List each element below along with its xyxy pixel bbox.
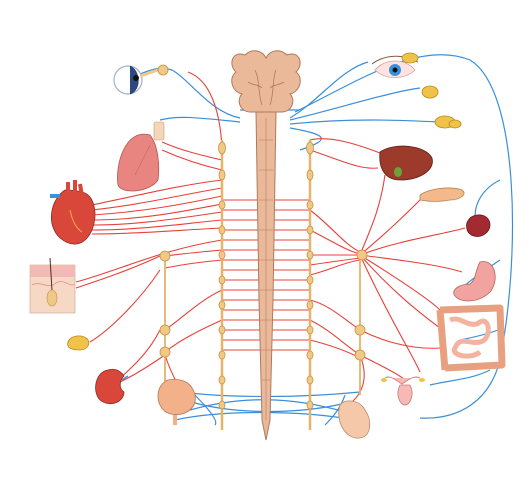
sympathetic-nerves [75, 71, 466, 403]
kidney-icon [95, 368, 129, 405]
left-inner-chain [159, 250, 171, 395]
intestine-icon [436, 304, 506, 372]
adrenal-icon [67, 335, 90, 351]
pancreas-icon [419, 187, 465, 202]
right-inner-chain [354, 249, 368, 395]
spinal-cord [255, 111, 277, 441]
brain-stem [231, 50, 301, 113]
eye-face-icon [371, 55, 419, 78]
right-sympathetic-chain [306, 140, 314, 430]
lung-icon [117, 121, 165, 192]
salivary-gland-icon [401, 52, 462, 129]
uterus-icon [381, 376, 425, 406]
skin-icon [29, 257, 76, 314]
left-sympathetic-chain [218, 140, 226, 430]
bladder-icon [157, 378, 196, 425]
liver-icon [379, 145, 433, 181]
stomach-icon [453, 261, 496, 302]
heart-icon [50, 180, 96, 245]
colon-segment-icon [338, 400, 371, 439]
eye-icon [113, 64, 169, 95]
spleen-icon [466, 214, 491, 237]
